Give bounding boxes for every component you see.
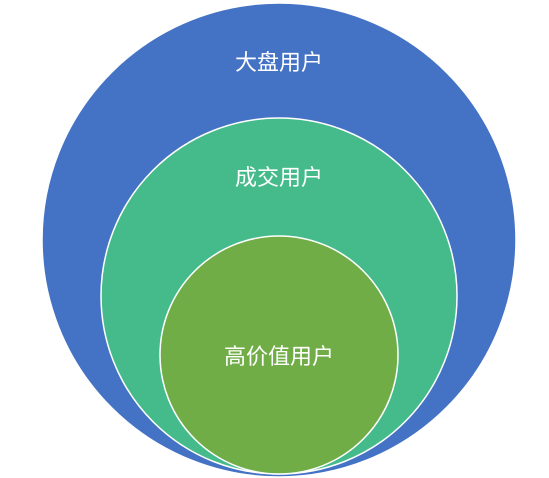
- middle-circle-label: 成交用户: [235, 166, 323, 191]
- inner-circle-high-value-users: [159, 235, 399, 475]
- outer-circle-label: 大盘用户: [235, 51, 323, 76]
- inner-circle-label: 高价值用户: [224, 345, 334, 370]
